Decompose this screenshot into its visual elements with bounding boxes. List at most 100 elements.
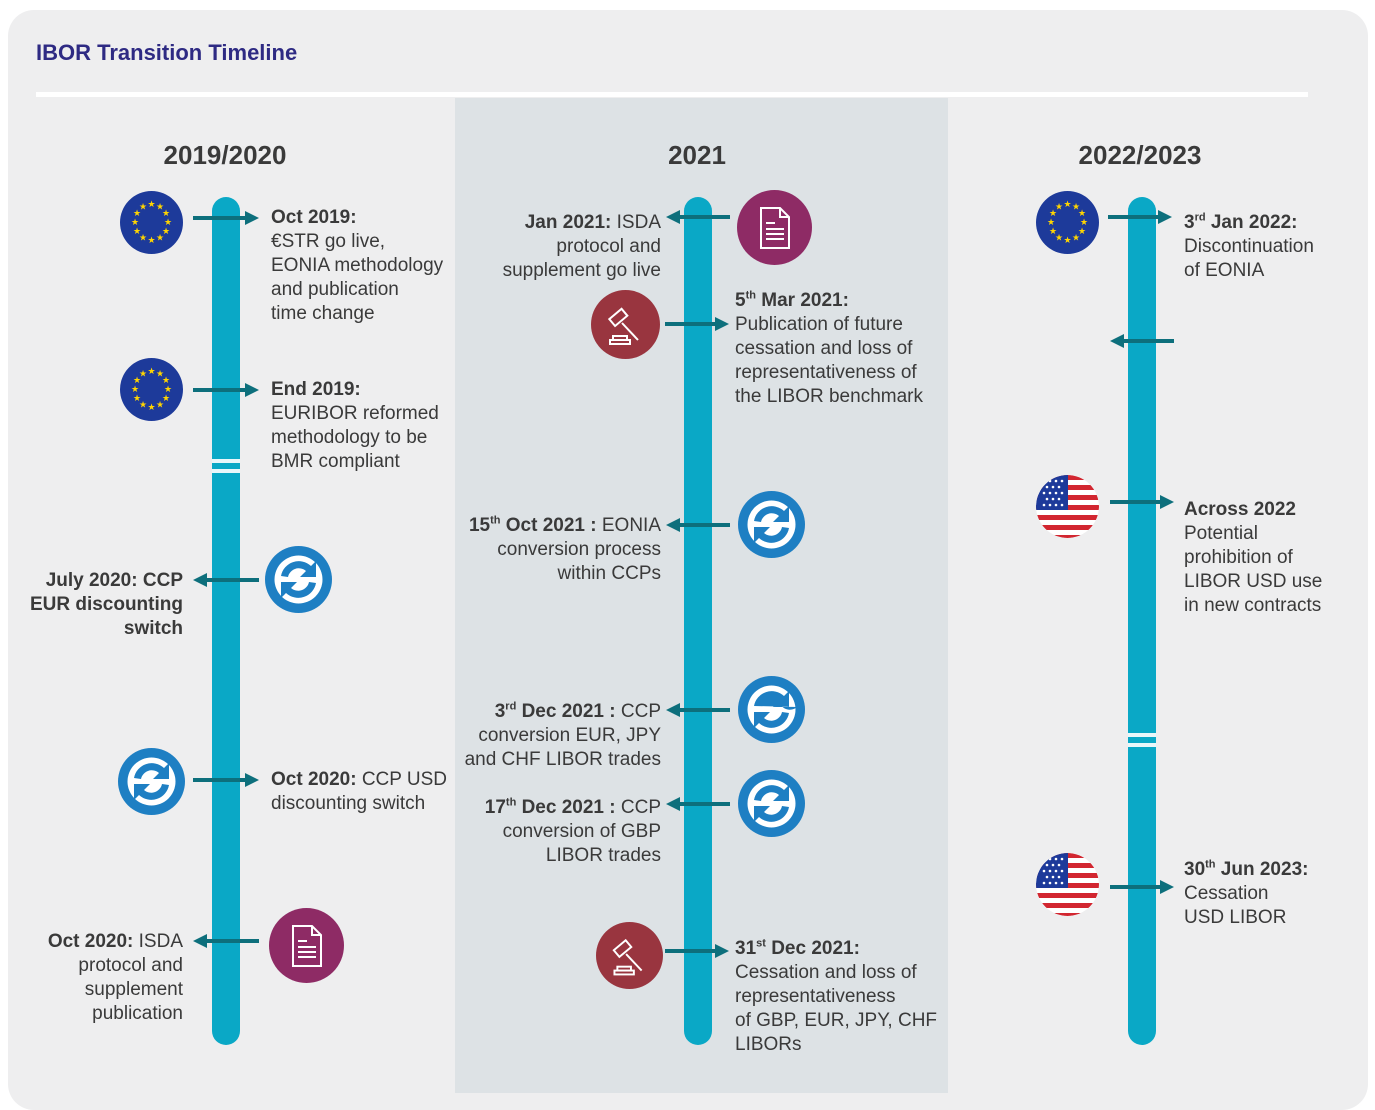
event-line: LIBOR trades [545,845,661,866]
event-date: 3rd Dec 2021 : [494,700,616,722]
svg-text:★: ★ [1049,227,1057,237]
event-line: cessation and loss of [735,338,913,359]
svg-text:★: ★ [156,401,164,411]
timeline-break-mark [212,459,240,463]
event-line: EURIBOR reformed [271,403,439,424]
event-line: protocol and [556,236,661,257]
svg-text:★: ★ [156,203,164,213]
event-5th-mar-2021: 5th Mar 2021: Publication of future cess… [735,289,945,409]
event-inline: ISDA [616,212,661,233]
svg-text:★: ★ [1063,200,1071,210]
svg-text:★: ★ [139,203,147,213]
event-line: Cessation [1184,883,1269,904]
event-end-2019: End 2019: EURIBOR reformed methodology t… [271,378,461,474]
svg-text:★: ★ [133,394,141,404]
event-31st-dec-2021: 31st Dec 2021: Cessation and loss of rep… [735,937,945,1057]
event-line: Publication of future [735,314,903,335]
column-heading-2022-2023: 2022/2023 [1078,140,1202,170]
event-date: 5th Mar 2021: [735,289,849,311]
svg-text:★: ★ [139,370,147,380]
svg-text:★: ★ [162,227,170,237]
gavel-icon [596,922,663,989]
svg-text:★: ★ [1055,234,1063,244]
svg-text:★: ★ [147,200,155,210]
event-line: BMR compliant [271,451,400,472]
eu-flag-icon: ★★★★★★★★★★★★ [120,358,183,421]
event-date: 31st Dec 2021: [735,937,860,959]
svg-text:★: ★ [162,394,170,404]
event-line: within CCPs [557,563,661,584]
column-heading-2021: 2021 [668,140,726,170]
event-date: 17th Dec 2021 : [484,796,616,818]
svg-text:★: ★ [147,236,155,246]
event-line: supplement go live [502,260,661,281]
event-date: Across 2022 [1184,499,1296,520]
event-date: 15th Oct 2021 : [468,514,597,536]
page-title: IBOR Transition Timeline [36,40,298,65]
event-date: Oct 2020: [47,931,134,952]
event-inline: CCP [620,797,661,818]
event-oct-2020-isda: Oct 2020: ISDA protocol and supplement p… [0,930,183,1026]
event-line: discounting switch [271,793,426,814]
event-line: conversion of GBP [502,821,661,842]
event-line: methodology to be [271,427,428,448]
event-date: End 2019: [271,379,361,400]
event-july-2020: July 2020: CCP EUR discounting switch [0,569,183,641]
timeline-bar-2019-2020 [212,197,240,1045]
refresh-icon [738,770,805,837]
timeline-break-mark [1128,733,1156,737]
event-line: EUR discounting [29,594,183,615]
event-inline: CCP USD [361,769,447,790]
svg-text:★: ★ [1078,209,1086,219]
event-line: time change [271,303,375,324]
refresh-icon [265,546,332,613]
eu-flag-icon: ★★★★★★★★★★★★ [120,191,183,254]
event-17th-dec-2021: 17th Dec 2021 : CCP conversion of GBP LI… [440,796,661,868]
event-date: 30th Jun 2023: [1184,858,1309,880]
event-date: Oct 2019: [271,207,357,228]
gavel-icon [591,290,660,359]
svg-text:★: ★ [156,370,164,380]
svg-text:★: ★ [133,227,141,237]
svg-text:★: ★ [1055,203,1063,213]
event-line: LIBORs [735,1034,802,1055]
svg-text:★: ★ [162,376,170,386]
timeline-bar-2021 [684,197,712,1045]
svg-text:★: ★ [147,403,155,413]
event-line: and CHF LIBOR trades [464,749,661,770]
svg-text:★: ★ [164,385,172,395]
svg-text:★: ★ [147,367,155,377]
event-line: the LIBOR benchmark [735,386,923,407]
event-line: LIBOR USD use [1184,571,1323,592]
event-line: supplement [84,979,183,1000]
event-inline: CCP [620,701,661,722]
svg-text:★: ★ [133,376,141,386]
svg-text:★: ★ [131,218,139,228]
event-line: of EONIA [1184,260,1265,281]
event-line: conversion EUR, JPY [478,725,661,746]
event-inline: ISDA [138,931,183,952]
event-line: in new contracts [1184,595,1322,616]
event-jan-2021: Jan 2021: ISDA protocol and supplement g… [440,211,661,283]
event-date: July 2020: [45,570,138,591]
document-icon [269,908,344,983]
event-oct-2020-ccp: Oct 2020: CCP USD discounting switch [271,768,471,816]
event-line: Cessation and loss of [735,962,917,983]
eu-flag-icon: ★★★★★★★★★★★★ [1036,191,1099,254]
title-divider [36,92,1308,97]
event-30th-jun-2023: 30th Jun 2023: Cessation USD LIBOR [1184,858,1354,930]
event-across-2022: Across 2022 Potential prohibition of LIB… [1184,498,1354,618]
event-date: 3rd Jan 2022: [1184,211,1298,233]
svg-text:★: ★ [1072,203,1080,213]
refresh-icon [118,748,185,815]
event-line: representativeness of [735,362,917,383]
svg-text:★: ★ [1063,236,1071,246]
event-date: Oct 2020: [271,769,357,790]
svg-text:★: ★ [139,234,147,244]
event-line: publication [92,1003,183,1024]
event-date: Jan 2021: [524,212,612,233]
svg-text:★: ★ [156,234,164,244]
document-icon [737,190,812,265]
refresh-icon [738,676,805,743]
event-line: protocol and [78,955,183,976]
